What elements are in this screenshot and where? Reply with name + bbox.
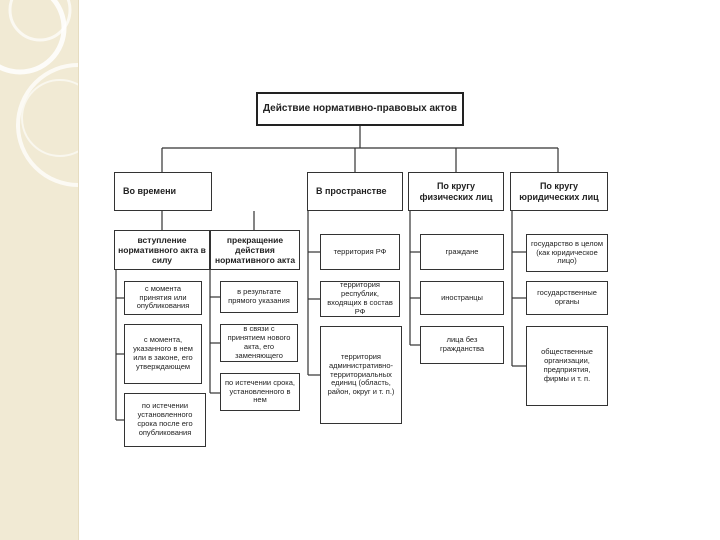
category-individuals: По кругу физических лиц: [408, 172, 504, 211]
category-space: В пространстве: [307, 172, 403, 211]
diagram-title: Действие нормативно-правовых актов: [256, 92, 464, 126]
time-end-item: по истечении срока, установленного в нем: [220, 373, 300, 411]
legal-item: государственные органы: [526, 281, 608, 315]
time-end-item: в результате прямого указания: [220, 281, 298, 313]
time-start-item: по истечении установленного срока после …: [124, 393, 206, 447]
time-end-item: в связи с принятием нового акта, его зам…: [220, 324, 298, 362]
time-start-header: вступление нормативного акта в силу: [114, 230, 210, 270]
decorative-side-panel: [0, 0, 79, 540]
decorative-circles-icon: [0, 0, 78, 187]
space-item: территория административно-территориальн…: [320, 326, 402, 424]
individuals-item: граждане: [420, 234, 504, 270]
legal-item: государство в целом (как юридическое лиц…: [526, 234, 608, 272]
time-start-item: с момента принятия или опубликования: [124, 281, 202, 315]
individuals-item: иностранцы: [420, 281, 504, 315]
time-start-item: с момента, указанного в нем или в законе…: [124, 324, 202, 384]
category-legal: По кругу юридических лиц: [510, 172, 608, 211]
time-end-header: прекращение действия нормативного акта: [210, 230, 300, 270]
legal-item: общественные организации, предприятия, ф…: [526, 326, 608, 406]
category-time: Во времени: [114, 172, 212, 211]
space-item: территория республик, входящих в состав …: [320, 280, 400, 317]
space-item: территория РФ: [320, 234, 400, 270]
individuals-item: лица без гражданства: [420, 326, 504, 364]
